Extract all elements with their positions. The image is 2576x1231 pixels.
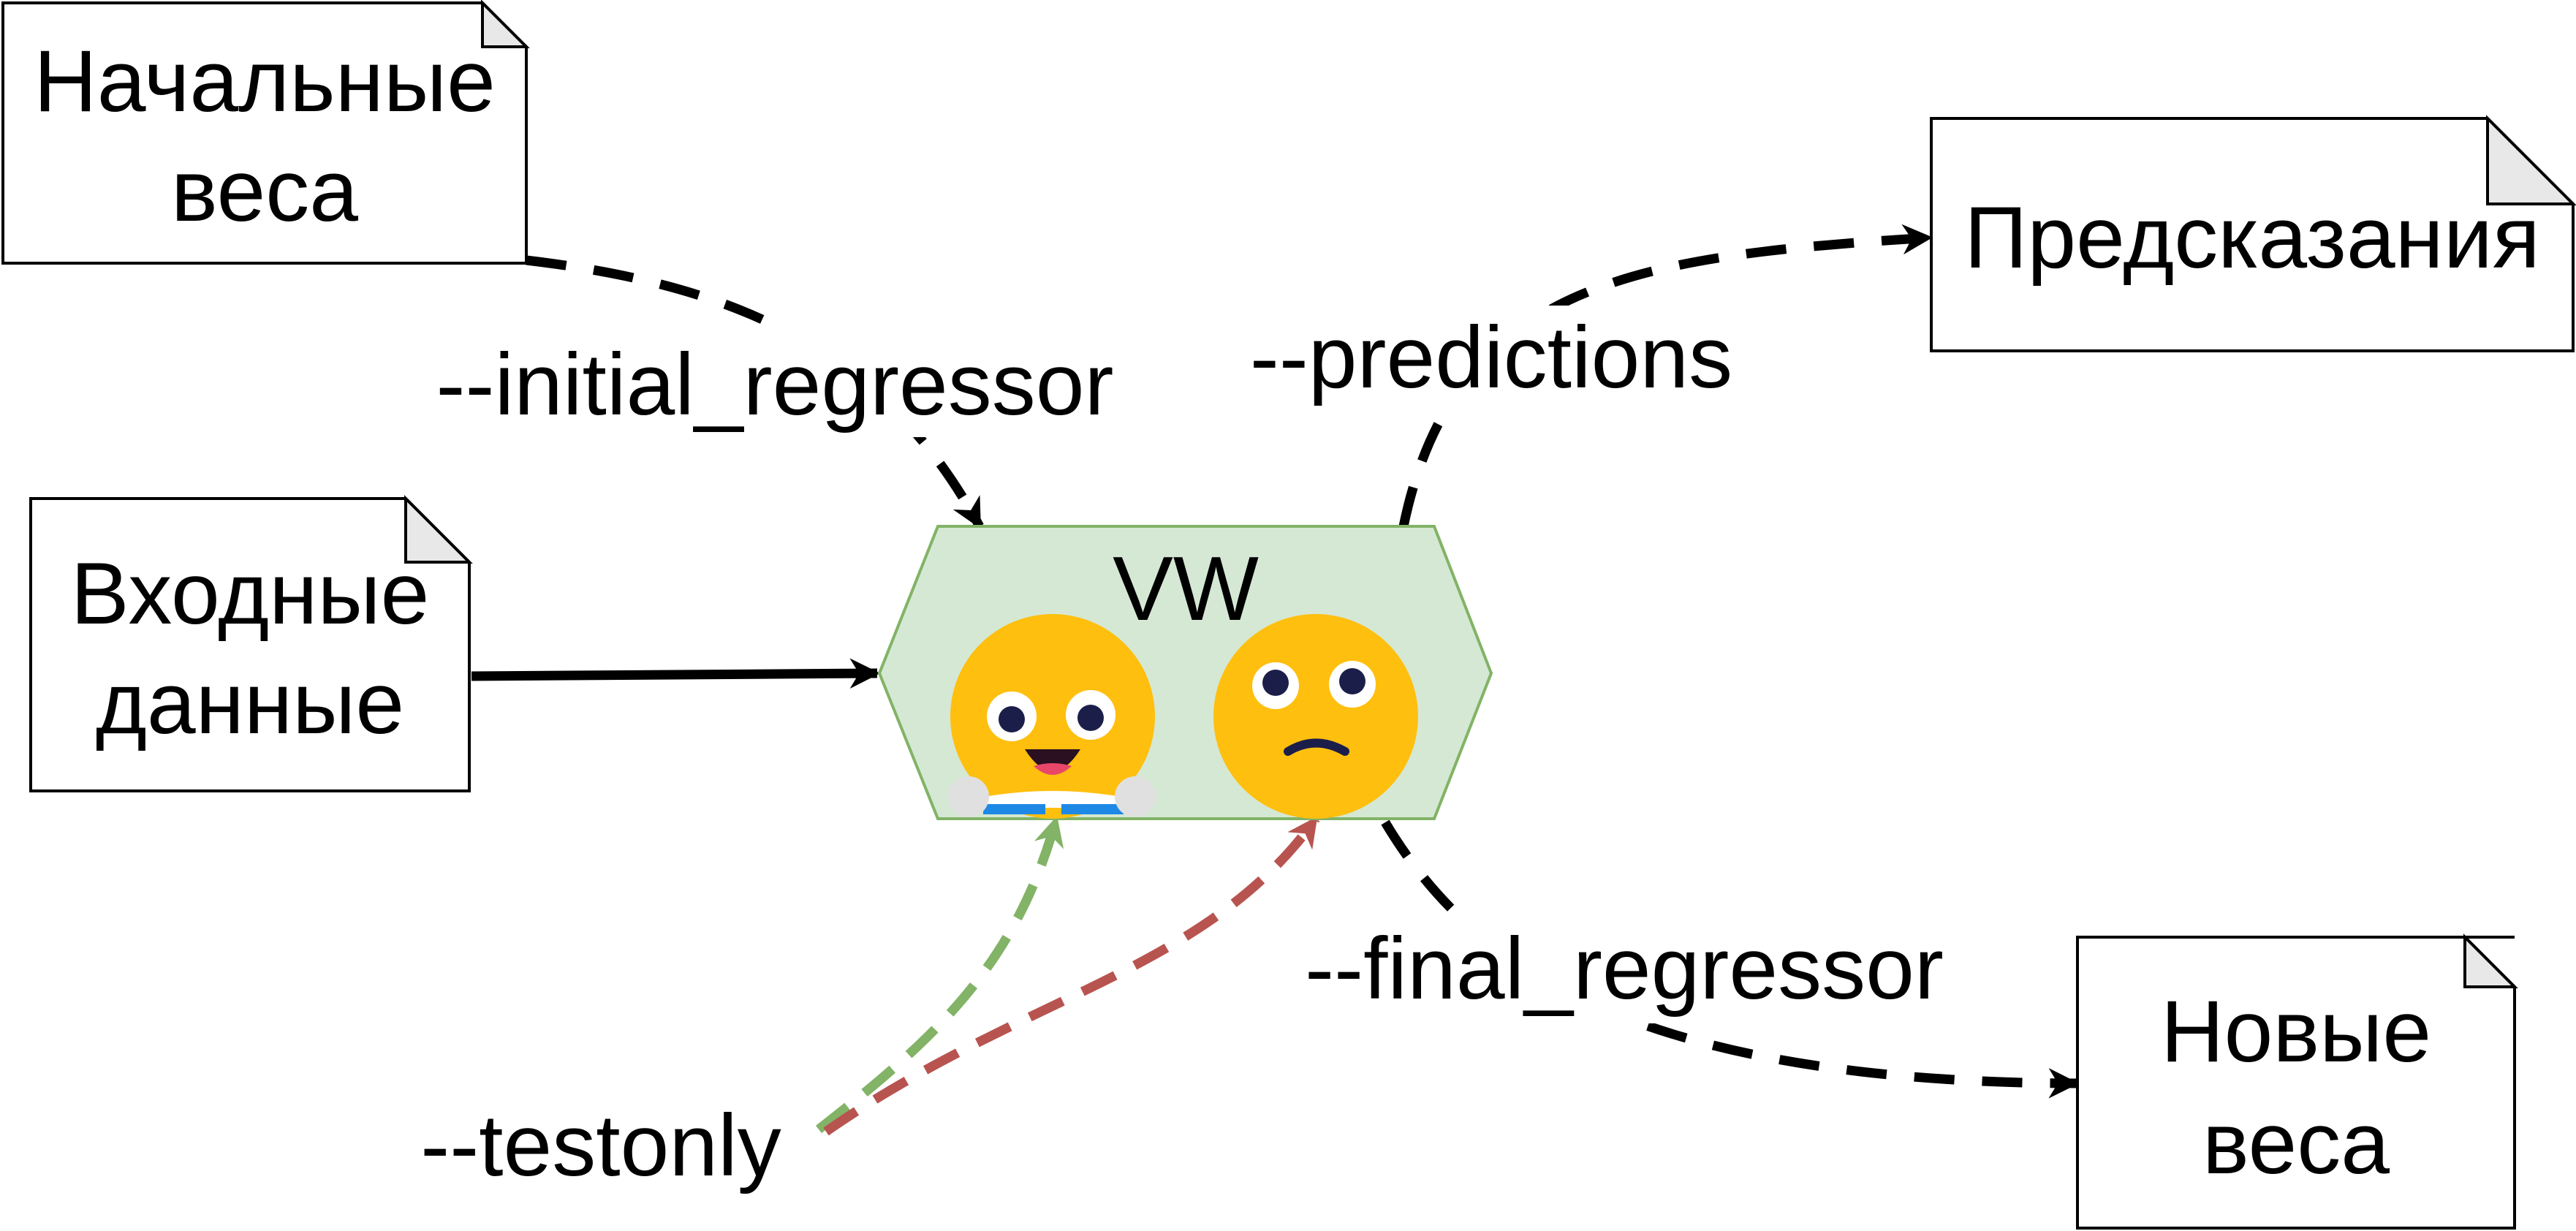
edge-label-bg-final <box>1283 914 1970 1023</box>
note-label-line2: веса <box>2202 1094 2390 1192</box>
note-label-line1: Начальные <box>34 32 496 130</box>
edge-predictions <box>1398 224 1933 528</box>
note-shape <box>29 497 471 792</box>
note-fold <box>2486 115 2576 205</box>
edge-label-initial-regressor: --initial_regressor <box>436 336 1114 433</box>
edge-label-final-regressor: --final_regressor <box>1305 920 1944 1018</box>
note-label: Предсказания <box>1964 189 2540 287</box>
note-shape <box>1930 117 2575 352</box>
note-fold <box>2463 933 2518 988</box>
note-label-line2: веса <box>171 142 358 240</box>
edge-label-testonly: --testonly <box>420 1096 781 1194</box>
note-label-line1: Новые <box>2161 982 2431 1080</box>
edge-label-predictions: --predictions <box>1250 308 1732 406</box>
edge-testonly-green <box>815 815 1064 1134</box>
vw-title: VW <box>1113 539 1259 640</box>
note-label-line1: Входные <box>71 545 430 643</box>
edge-label-bg-predictions <box>1232 306 1751 415</box>
note-shape <box>2076 936 2516 1230</box>
note-fold <box>404 495 473 564</box>
studying-face-icon <box>948 614 1156 819</box>
pleading-face-icon <box>1213 614 1418 819</box>
note-label-line2: данные <box>96 654 404 752</box>
note-fold <box>481 0 530 48</box>
vw-node[interactable]: VW <box>877 525 1493 820</box>
edge-label-bg-initial <box>413 327 1137 437</box>
edge-testonly-red <box>823 816 1320 1136</box>
note-predictions[interactable]: Предсказания <box>1930 115 2576 352</box>
note-shape <box>1 1 528 265</box>
note-initial-weights[interactable]: Начальные веса <box>1 0 530 265</box>
edge-final-regressor <box>1381 819 2080 1099</box>
edge-input-data <box>471 658 881 689</box>
note-new-weights-visual[interactable]: Новые веса <box>2076 933 2518 1230</box>
note-input-data[interactable]: Входные данные <box>29 495 473 792</box>
